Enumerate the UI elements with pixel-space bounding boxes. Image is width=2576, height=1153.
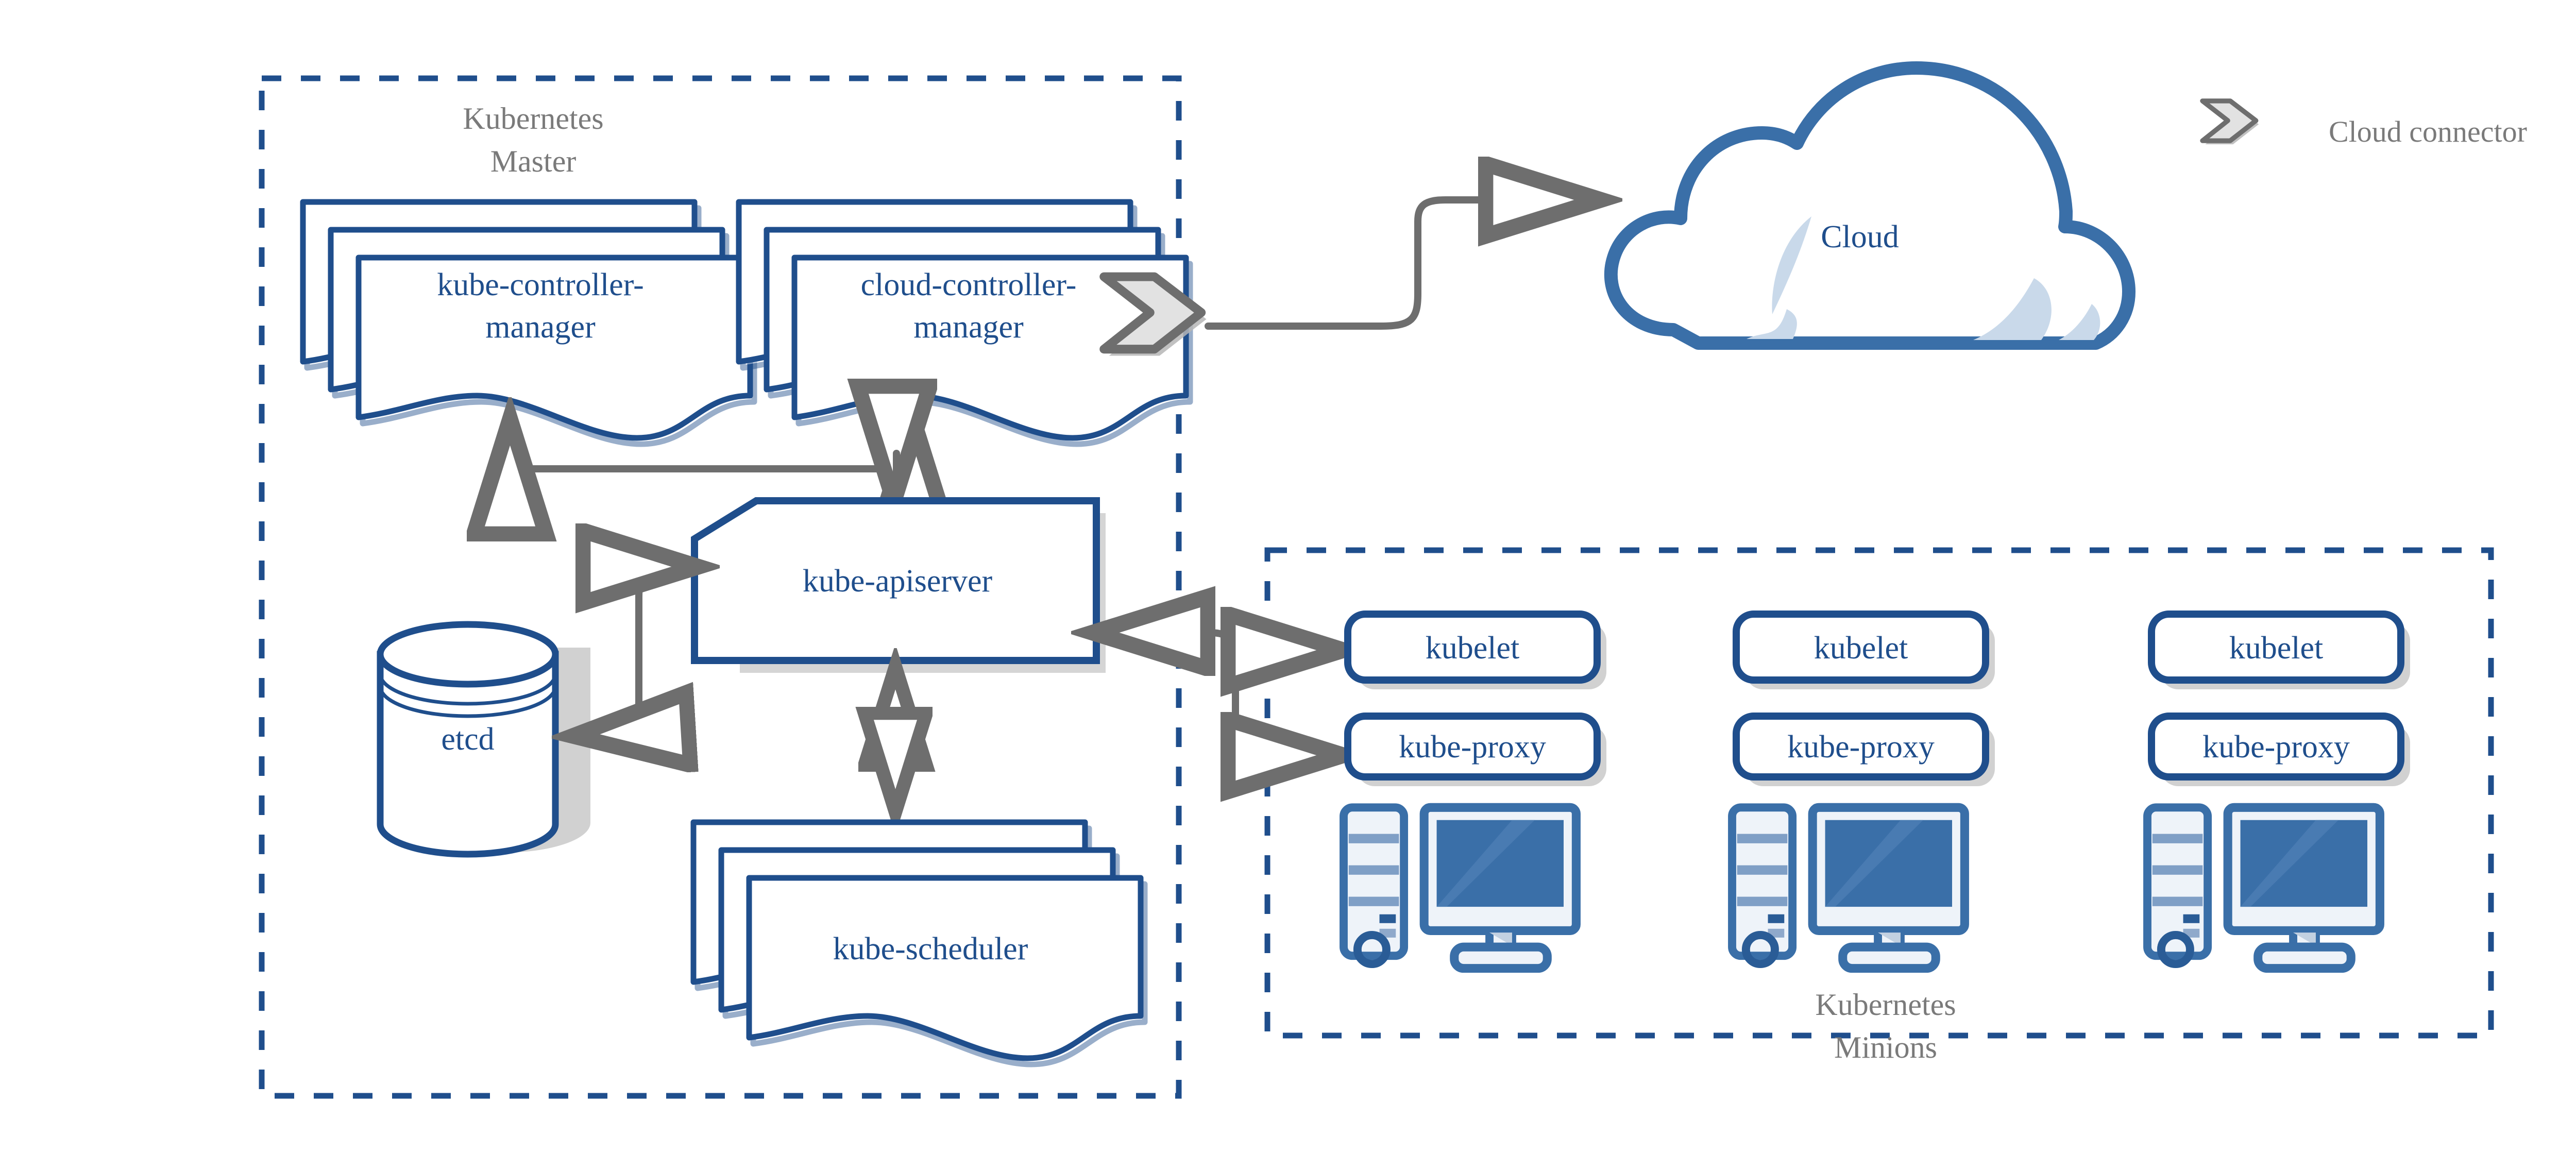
node-etcd[interactable]: etcd <box>377 621 590 858</box>
etcd-ring-1 <box>378 673 557 706</box>
kube-scheduler-label: kube-scheduler <box>833 931 1028 967</box>
node-kube-apiserver[interactable]: kube-apiserver <box>691 497 1106 673</box>
etcd-top <box>377 621 559 688</box>
kube-proxy-box-2[interactable] <box>1733 713 1989 781</box>
legend-label: Cloud connector <box>2329 115 2527 148</box>
computer-icon-3 <box>2147 807 2380 968</box>
master-label-line2: Master <box>490 144 577 178</box>
kubelet-box-1[interactable] <box>1344 611 1601 684</box>
kubelet-label-1: kubelet <box>1426 631 1520 666</box>
kubelet-box-3[interactable] <box>2148 611 2404 684</box>
node-kube-controller-manager[interactable]: kube-controller- manager <box>303 202 754 444</box>
etcd-body <box>377 651 559 858</box>
cloud-controller-manager-label-line1: cloud-controller- <box>861 267 1077 302</box>
minions-label-line2: Minions <box>1834 1030 1937 1064</box>
kube-proxy-label-3: kube-proxy <box>2202 730 2350 765</box>
arrow-apiserver-kubelet <box>1235 649 1340 659</box>
kubelet-label-2: kubelet <box>1814 631 1908 666</box>
kubelet-label-3: kubelet <box>2229 631 2324 666</box>
node-cloud[interactable]: Cloud <box>1604 61 2136 350</box>
kube-proxy-label-2: kube-proxy <box>1787 730 1935 765</box>
node-kube-scheduler[interactable]: kube-scheduler <box>693 822 1145 1064</box>
legend-cloud-connector-icon <box>2202 101 2259 144</box>
kube-controller-manager-label-line1: kube-controller- <box>437 267 644 302</box>
kube-apiserver-label: kube-apiserver <box>803 564 993 599</box>
minion-node-2[interactable]: kubelet kube-proxy <box>1732 611 1995 969</box>
cloud-wisp-4 <box>2059 304 2100 340</box>
kube-proxy-box-3[interactable] <box>2148 713 2404 781</box>
minion-node-1[interactable]: kubelet kube-proxy <box>1344 611 1606 969</box>
cloud-label: Cloud <box>1821 219 1899 255</box>
cloud-wisp-3 <box>1973 278 2052 340</box>
minions-label-line1: Kubernetes <box>1815 988 1956 1022</box>
cloud-wisp-2 <box>1747 309 1797 339</box>
master-label-line1: Kubernetes <box>463 101 603 135</box>
node-cloud-controller-manager[interactable]: cloud-controller- manager <box>739 202 1190 444</box>
arrow-ccm-to-cloud <box>1205 200 1597 330</box>
kube-proxy-label-1: kube-proxy <box>1399 730 1546 765</box>
minion-node-3[interactable]: kubelet kube-proxy <box>2147 611 2410 969</box>
kubelet-box-2[interactable] <box>1733 611 1989 684</box>
legend: Cloud connector <box>2202 101 2527 148</box>
etcd-ring-2 <box>378 686 557 718</box>
arrow-apiserver-etcd <box>577 567 694 736</box>
etcd-label: etcd <box>441 722 494 757</box>
kube-controller-manager-label-line2: manager <box>485 310 596 345</box>
cloud-controller-manager-label-line2: manager <box>913 310 1024 345</box>
cloud-shape <box>1604 61 2136 350</box>
computer-icon-1 <box>1344 807 1576 968</box>
computer-icon-2 <box>1732 807 1964 968</box>
kube-proxy-box-1[interactable] <box>1344 713 1601 781</box>
cloud-wisp-1 <box>1772 216 1811 314</box>
